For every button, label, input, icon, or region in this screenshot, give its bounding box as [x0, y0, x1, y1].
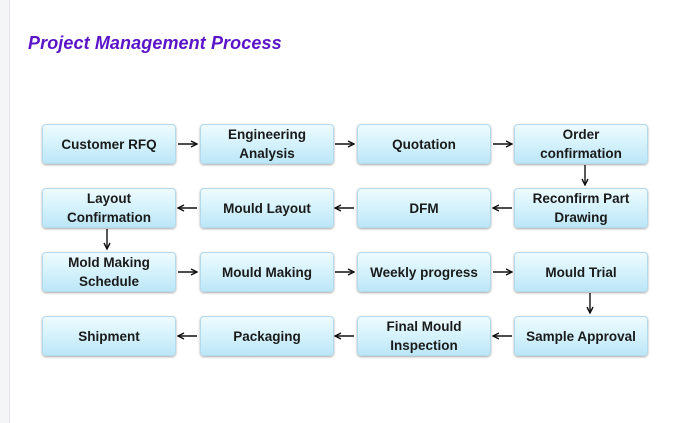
step-customer-rfq: Customer RFQ [42, 124, 176, 164]
left-edge-strip [0, 0, 10, 423]
step-order-confirmation: Order confirmation [514, 124, 648, 164]
step-quotation: Quotation [357, 124, 491, 164]
step-engineering-analysis: Engineering Analysis [200, 124, 334, 164]
page-title: Project Management Process [28, 33, 282, 53]
step-reconfirm-part-drawing: Reconfirm Part Drawing [514, 188, 648, 228]
step-mould-trial: Mould Trial [514, 252, 648, 292]
step-mould-layout: Mould Layout [200, 188, 334, 228]
step-layout-confirmation: Layout Confirmation [42, 188, 176, 228]
step-weekly-progress: Weekly progress [357, 252, 491, 292]
step-mould-making: Mould Making [200, 252, 334, 292]
step-shipment: Shipment [42, 316, 176, 356]
step-final-mould-inspection: Final Mould Inspection [357, 316, 491, 356]
step-sample-approval: Sample Approval [514, 316, 648, 356]
step-mold-making-schedule: Mold Making Schedule [42, 252, 176, 292]
step-packaging: Packaging [200, 316, 334, 356]
step-dfm: DFM [357, 188, 491, 228]
